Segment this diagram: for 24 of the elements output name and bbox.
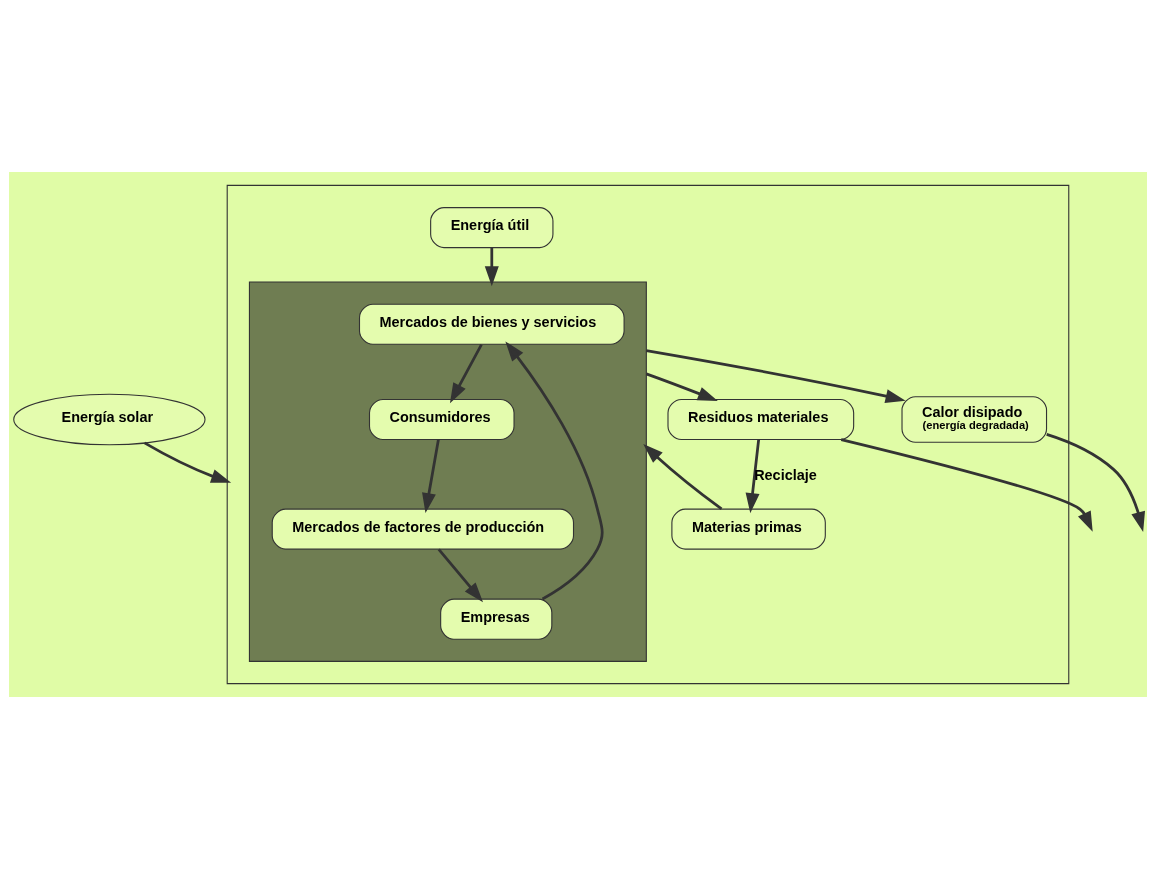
arrow	[484, 247, 499, 287]
arrow	[422, 439, 440, 514]
node-box: Mercados de bienes y servicios	[358, 303, 625, 345]
edge-label: Reciclaje	[754, 466, 817, 483]
node-box: Mercados de factores de producción	[271, 508, 575, 550]
node-box: Consumidores	[368, 398, 515, 441]
arrow	[840, 438, 1093, 532]
arrow	[505, 341, 604, 601]
arrow	[449, 344, 483, 404]
node-box: Empresas	[440, 598, 553, 640]
node-box: Energía útil	[430, 207, 554, 249]
arrow	[643, 443, 723, 510]
arrow	[645, 372, 718, 401]
arrow	[1046, 433, 1145, 532]
arrow	[143, 441, 232, 483]
cluster	[248, 281, 647, 662]
cluster	[226, 184, 1070, 685]
arrow	[745, 439, 760, 514]
node-box: Residuos materiales	[667, 398, 855, 441]
arrow	[646, 349, 906, 404]
node-ellipse: Energía solar	[13, 393, 206, 446]
arrow	[437, 548, 484, 603]
node-box: Materias primas	[671, 508, 826, 550]
node-box: Calor disipado (energía degradada)	[901, 396, 1048, 443]
